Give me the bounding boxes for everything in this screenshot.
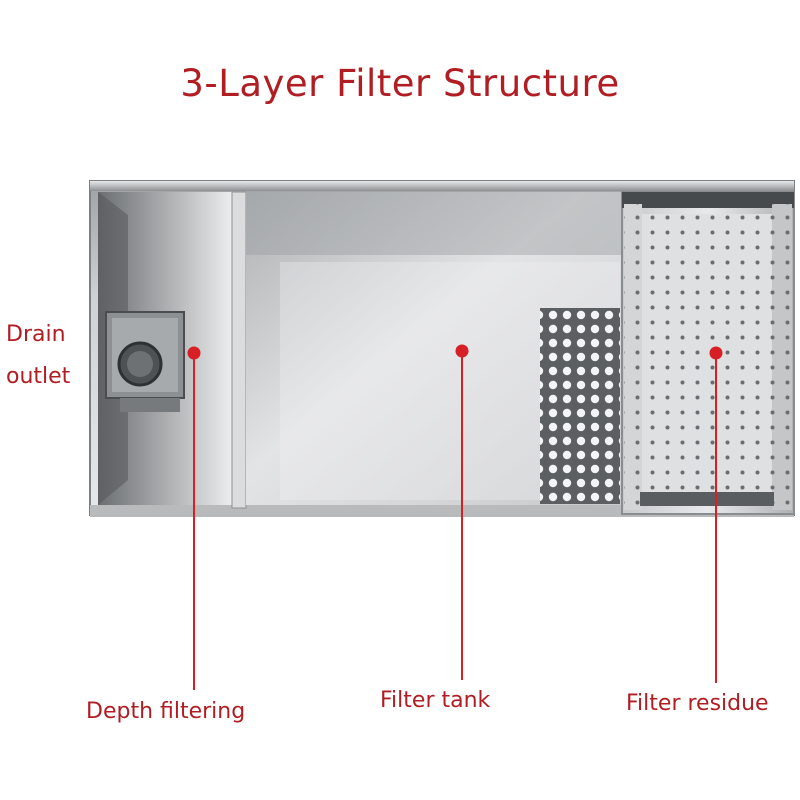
drain-outlet-fitting <box>105 311 185 412</box>
label-drain-outlet-line1: Drain <box>6 322 66 347</box>
label-depth-filtering: Depth filtering <box>86 699 246 724</box>
perforated-plate <box>540 308 620 504</box>
marker-dot <box>709 346 723 360</box>
label-drain-outlet: Drain outlet <box>6 314 70 398</box>
label-filter-residue: Filter residue <box>626 691 769 716</box>
callout-filter-tank <box>455 344 469 680</box>
label-drain-outlet-line2: outlet <box>6 364 71 389</box>
filter-basket <box>621 191 795 515</box>
label-filter-tank: Filter tank <box>380 688 491 713</box>
marker-dot <box>455 344 469 358</box>
callout-filter-residue <box>709 346 723 683</box>
callout-depth-filtering <box>187 346 201 690</box>
diagram-title: 3-Layer Filter Structure <box>180 62 620 105</box>
marker-dot <box>187 346 201 360</box>
tank-body <box>89 180 795 517</box>
